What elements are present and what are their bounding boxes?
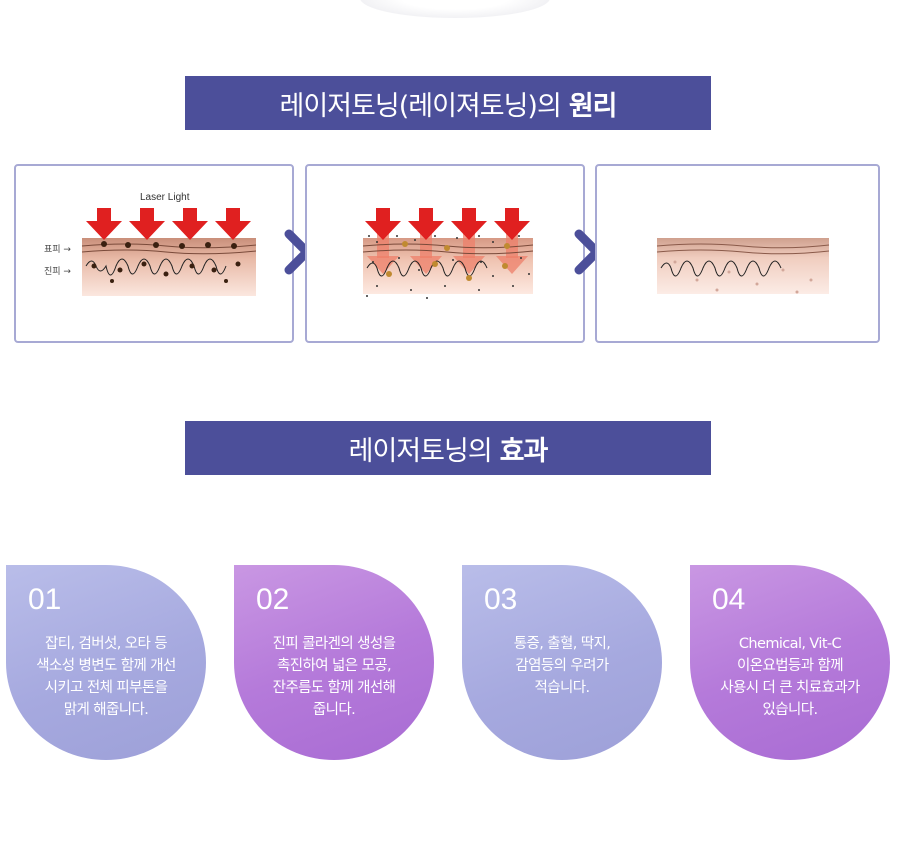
down-arrow-icon <box>494 208 530 240</box>
effect-number: 02 <box>256 583 290 616</box>
diagram-step-1-panel: Laser Light 표피 → 진피 → <box>14 164 294 343</box>
effect-number: 03 <box>484 583 518 616</box>
down-arrow-icon <box>86 208 122 240</box>
effect-title-bold: 효과 <box>499 435 549 467</box>
down-arrow-icon <box>365 208 401 240</box>
down-arrow-icon <box>215 208 251 240</box>
principle-title-bold: 원리 <box>568 90 618 122</box>
down-arrow-icon <box>172 208 208 240</box>
effect-card-2: 02 진피 콜라겐의 생성을 촉진하여 넓은 모공, 잔주름도 함께 개선해 줍… <box>234 565 434 760</box>
effect-description: 통증, 출혈, 딱지, 감염등의 우려가 적습니다. <box>513 636 611 696</box>
effect-title-text: 레이저토닝의 <box>348 435 493 467</box>
down-arrow-icon <box>129 208 165 240</box>
epidermis-label: 표피 → <box>44 245 71 255</box>
laser-arrows <box>86 208 251 240</box>
down-arrow-icon <box>408 208 444 240</box>
skin-diagram-before <box>81 208 257 296</box>
dermis-label: 진피 → <box>44 267 71 277</box>
effect-description: 잡티, 검버섯, 오타 등 색소성 병변도 함께 개선 시키고 전체 피부톤을 … <box>36 636 176 718</box>
top-decorative-arc <box>360 0 550 18</box>
effect-number: 01 <box>28 583 62 616</box>
skin-diagram-after <box>656 238 830 294</box>
effect-card-3: 03 통증, 출혈, 딱지, 감염등의 우려가 적습니다. <box>462 565 662 760</box>
effect-number: 04 <box>712 583 746 616</box>
effect-card-4: 04 Chemical, Vit-C 이온요법등과 함께 사용시 더 큰 치료효… <box>690 565 890 760</box>
laser-light-label: Laser Light <box>140 192 190 203</box>
effect-description: 진피 콜라겐의 생성을 촉진하여 넓은 모공, 잔주름도 함께 개선해 줍니다. <box>272 636 396 718</box>
effect-card-1: 01 잡티, 검버섯, 오타 등 색소성 병변도 함께 개선 시키고 전체 피부… <box>6 565 206 760</box>
principle-title-bar: 레이저토닝(레이져토닝)의 원리 <box>185 76 711 130</box>
diagram-step-2-panel <box>305 164 585 343</box>
principle-title-text: 레이저토닝(레이져토닝)의 <box>279 90 562 122</box>
down-arrow-icon <box>451 208 487 240</box>
laser-arrows <box>365 208 530 240</box>
diagram-step-3-panel <box>595 164 880 343</box>
skin-diagram-during <box>362 208 534 299</box>
effect-title-bar: 레이저토닝의 효과 <box>185 421 711 475</box>
effect-description: Chemical, Vit-C 이온요법등과 함께 사용시 더 큰 치료효과가 … <box>720 636 860 718</box>
